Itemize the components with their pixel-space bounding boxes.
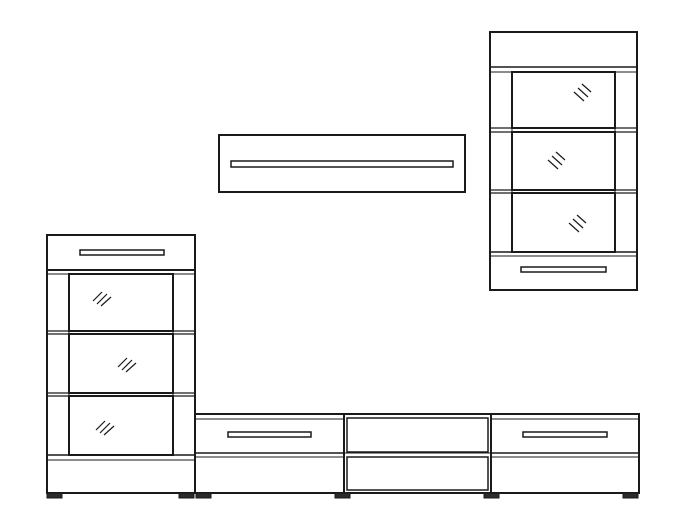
glass-reflection-icon bbox=[92, 291, 112, 307]
foot bbox=[622, 492, 639, 499]
foot bbox=[334, 492, 351, 499]
glass-door-1 bbox=[511, 71, 616, 129]
glass-reflection-icon bbox=[573, 83, 592, 102]
glass-reflection-icon bbox=[95, 420, 115, 436]
glass-reflection-icon bbox=[547, 151, 566, 170]
tv-stand-open-shelves bbox=[334, 413, 500, 499]
foot bbox=[46, 492, 63, 499]
glass-door-3 bbox=[511, 192, 616, 253]
glass-door-1 bbox=[68, 273, 174, 332]
wall-cabinet-handle bbox=[520, 266, 607, 273]
foot bbox=[195, 492, 212, 499]
wall-shelf-handle bbox=[230, 160, 454, 168]
low-drawer-cabinet-right bbox=[490, 413, 640, 499]
low-drawer-cabinet-left bbox=[194, 413, 345, 499]
open-shelf-upper bbox=[346, 417, 489, 453]
drawer-handle bbox=[227, 431, 312, 438]
wall-shelf bbox=[218, 134, 466, 193]
wall-glass-cabinet bbox=[489, 31, 638, 291]
foot bbox=[178, 492, 195, 499]
glass-reflection-icon bbox=[117, 357, 137, 373]
tall-cabinet-handle bbox=[79, 249, 165, 256]
glass-door-3 bbox=[68, 395, 174, 456]
drawer-handle bbox=[522, 431, 608, 438]
glass-reflection-icon bbox=[568, 214, 587, 233]
open-shelf-lower bbox=[346, 456, 489, 491]
glass-door-2 bbox=[511, 131, 616, 191]
tall-glass-cabinet bbox=[46, 234, 196, 499]
